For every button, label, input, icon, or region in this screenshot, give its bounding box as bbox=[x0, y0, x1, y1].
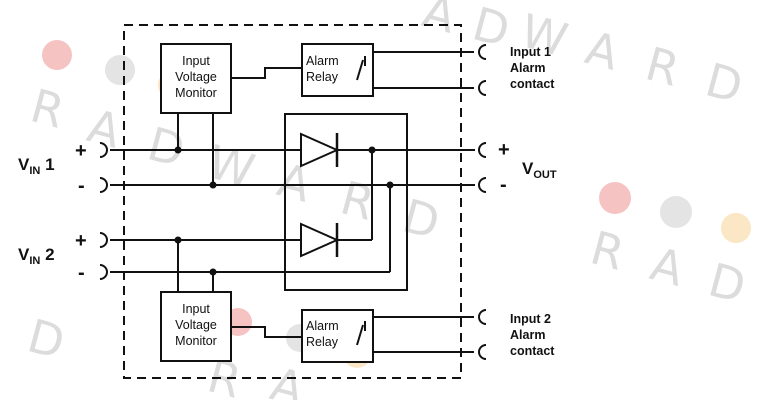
watermark-letter: D bbox=[700, 52, 748, 113]
relay-switch-icon bbox=[356, 321, 366, 346]
junction-dot bbox=[174, 146, 182, 154]
svg-text:Input 2: Input 2 bbox=[510, 312, 551, 326]
terminal-vin1-minus bbox=[99, 177, 108, 193]
monitor-label-line: Input bbox=[182, 54, 210, 68]
svg-text:Alarm: Alarm bbox=[510, 61, 545, 75]
vin1-minus-symbol: - bbox=[78, 175, 85, 197]
relay-label-line: Alarm bbox=[306, 54, 339, 68]
watermark-letter: R bbox=[585, 220, 630, 280]
svg-text:VIN 1: VIN 1 bbox=[18, 155, 55, 177]
monitor-label-line: Input bbox=[182, 302, 210, 316]
module-outline bbox=[123, 24, 462, 379]
svg-text:contact: contact bbox=[510, 344, 555, 358]
vin2-label: VIN 2 bbox=[18, 245, 55, 267]
input-voltage-monitor-top: Input Voltage Monitor bbox=[160, 43, 232, 114]
svg-text:Input 1: Input 1 bbox=[510, 45, 551, 59]
diode-bottom bbox=[300, 222, 340, 258]
vin2-minus-symbol: - bbox=[78, 262, 85, 284]
vin2-plus-symbol: + bbox=[75, 230, 87, 252]
input-terminals bbox=[99, 142, 108, 280]
terminal-alarm2-a bbox=[478, 309, 487, 325]
svg-text:VOUT: VOUT bbox=[522, 159, 557, 181]
watermark-letter: A bbox=[417, 0, 462, 44]
terminal-alarm1-a bbox=[478, 44, 487, 60]
vout-label: VOUT bbox=[522, 159, 557, 181]
watermark-dot-gray bbox=[660, 196, 692, 228]
watermark-letter: D bbox=[142, 116, 190, 177]
watermark-dot-red bbox=[599, 182, 631, 214]
watermark: R A D W A R D A D W A R D R A D D R A bbox=[22, 0, 751, 400]
junction-dot bbox=[209, 268, 217, 276]
junction-dot bbox=[386, 181, 394, 189]
svg-text:Alarm: Alarm bbox=[510, 328, 545, 342]
watermark-letter: A bbox=[645, 236, 690, 296]
monitor-label-line: Voltage bbox=[175, 70, 217, 84]
watermark-dot-red bbox=[42, 40, 72, 70]
watermark-letter: R bbox=[25, 78, 70, 138]
svg-text:contact: contact bbox=[510, 77, 555, 91]
wiring bbox=[110, 51, 475, 353]
vin1-label: VIN 1 bbox=[18, 155, 55, 177]
diode-top bbox=[300, 132, 340, 168]
relay-label-line: Alarm bbox=[306, 319, 339, 333]
watermark-letter: A bbox=[580, 20, 625, 80]
relay-label-line: Relay bbox=[306, 335, 339, 349]
relay-label-line: Relay bbox=[306, 70, 339, 84]
junctions bbox=[174, 146, 394, 276]
input-voltage-monitor-bottom: Input Voltage Monitor bbox=[160, 291, 232, 362]
watermark-letter: R bbox=[640, 36, 685, 96]
terminal-vin1-plus bbox=[99, 142, 108, 158]
watermark-dot-orange bbox=[721, 213, 751, 243]
watermark-letter: D bbox=[397, 188, 445, 249]
vout-minus-symbol: - bbox=[500, 174, 507, 196]
alarm-relay-top: Alarm Relay bbox=[301, 43, 374, 97]
alarm2-contact-label: Input 2 Alarm contact bbox=[510, 312, 555, 358]
monitor-label-line: Monitor bbox=[175, 334, 217, 348]
terminal-vin2-plus bbox=[99, 232, 108, 248]
watermark-letter: R bbox=[335, 170, 380, 230]
terminal-vout-plus bbox=[478, 142, 487, 158]
watermark-dot-gray bbox=[105, 55, 135, 85]
monitor-label-line: Voltage bbox=[175, 318, 217, 332]
terminal-vin2-minus bbox=[99, 264, 108, 280]
diode-block bbox=[284, 113, 408, 291]
terminal-alarm1-b bbox=[478, 80, 487, 96]
junction-dot bbox=[209, 181, 217, 189]
vout-plus-symbol: + bbox=[498, 139, 510, 161]
junction-dot bbox=[174, 236, 182, 244]
watermark-letter: W bbox=[202, 134, 260, 198]
output-terminals bbox=[478, 44, 487, 360]
terminal-alarm2-b bbox=[478, 344, 487, 360]
svg-text:VIN 2: VIN 2 bbox=[18, 245, 55, 267]
relay-switch-icon bbox=[356, 56, 366, 81]
watermark-letter: D bbox=[467, 0, 515, 58]
alarm1-contact-label: Input 1 Alarm contact bbox=[510, 45, 555, 91]
watermark-letter: D bbox=[22, 308, 70, 369]
vin1-plus-symbol: + bbox=[75, 140, 87, 162]
terminal-vout-minus bbox=[478, 177, 487, 193]
watermark-letter: D bbox=[703, 252, 751, 313]
alarm-relay-bottom: Alarm Relay bbox=[301, 309, 374, 363]
monitor-label-line: Monitor bbox=[175, 86, 217, 100]
junction-dot bbox=[368, 146, 376, 154]
